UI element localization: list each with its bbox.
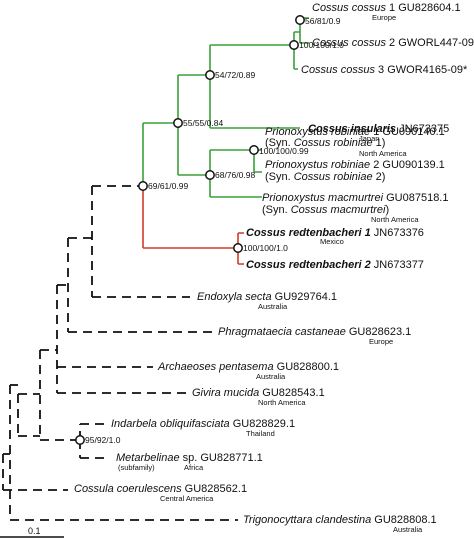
support-value: 55/55/0.84 — [183, 118, 223, 128]
taxon-label: Archaeoses pentasema GU828800.1 — [157, 361, 339, 373]
support-value: 69/61/0.99 — [148, 181, 188, 191]
support-value: 100/100/1.0 — [243, 243, 288, 253]
dashed-outgroup-branches — [2, 185, 238, 521]
taxon-label: Metarbelinae sp. GU828771.1 — [116, 452, 263, 464]
taxon-label: Cossus redtenbacheri 1 JN673376 — [246, 227, 424, 239]
taxon-region: Central America — [160, 494, 214, 503]
support-value: 54/72/0.89 — [215, 70, 255, 80]
taxon-region: Europe — [369, 337, 393, 346]
node-circle — [75, 435, 85, 445]
taxon-label: Prionoxystus robiniae 1 GU090140.1 — [265, 126, 445, 138]
support-value: 100/100/0.99 — [259, 146, 309, 156]
node-markers — [75, 15, 305, 445]
node-circle — [138, 181, 148, 191]
taxon-label: Givira mucida GU828543.1 — [192, 387, 325, 399]
scale-bar-label: 0.1 — [28, 526, 41, 536]
support-value: 56/81/0.9 — [305, 16, 341, 26]
taxon-label: Phragmataecia castaneae GU828623.1 — [218, 326, 411, 338]
taxon-label: Indarbela obliquifasciata GU828829.1 — [111, 418, 295, 430]
support-value: 100/100/1.0 — [299, 40, 344, 50]
taxon-region: Japan — [359, 134, 379, 143]
support-values: 56/81/0.9 100/100/1.0 54/72/0.89 100/100… — [85, 16, 344, 445]
taxon-label: Trigonocyttara clandestina GU828808.1 — [243, 514, 437, 526]
taxon-label: Cossula coerulescens GU828562.1 — [74, 483, 247, 495]
taxon-region: Thailand — [246, 429, 275, 438]
taxon-synonym: (Syn. Cossus robiniae 2) — [265, 171, 385, 183]
taxon-note: (subfamily) — [118, 463, 155, 472]
taxon-region: Australia — [258, 302, 288, 311]
node-circle — [295, 15, 305, 25]
taxon-region: North America — [258, 398, 306, 407]
taxon-region: Africa — [184, 463, 204, 472]
node-circle — [205, 170, 215, 180]
taxon-label: Prionoxystus robiniae 2 GU090139.1 — [265, 159, 445, 171]
taxon-region: Mexico — [320, 237, 344, 246]
taxon-region: North America — [371, 215, 419, 224]
node-circle — [205, 70, 215, 80]
red-redtenbacheri-branches — [142, 186, 244, 265]
taxon-region: Australia — [256, 372, 286, 381]
node-circle — [289, 40, 299, 50]
node-circle — [173, 118, 183, 128]
taxon-region: North America — [359, 149, 407, 158]
taxon-synonym: (Syn. Cossus macmurtrei) — [262, 204, 389, 216]
scale-bar: 0.1 — [0, 526, 64, 538]
taxon-label: Prionoxystus macmurtrei GU087518.1 — [262, 192, 448, 204]
taxon-region: Australia — [393, 525, 423, 534]
taxon-synonym: (Syn. Cossus robiniae 1) — [265, 137, 385, 149]
taxon-label: Cossus insularis JN673375 — [308, 123, 449, 135]
taxon-label: Cossus cossus 1 GU828604.1 — [312, 2, 461, 14]
taxon-region: Europe — [372, 13, 396, 22]
taxon-label: Endoxyla secta GU929764.1 — [197, 291, 337, 303]
taxon-label: Cossus cossus 2 GWORL447-09* — [312, 37, 474, 49]
node-circle — [233, 243, 243, 253]
taxon-label: Cossus cossus 3 GWOR4165-09* — [301, 64, 468, 76]
support-value: 95/92/1.0 — [85, 435, 121, 445]
node-circle — [249, 145, 259, 155]
taxon-labels: Cossus cossus 1 GU828604.1 Europe Cossus… — [74, 2, 474, 534]
support-value: 68/76/0.98 — [215, 170, 255, 180]
taxon-label: Cossus redtenbacheri 2 JN673377 — [246, 259, 424, 271]
